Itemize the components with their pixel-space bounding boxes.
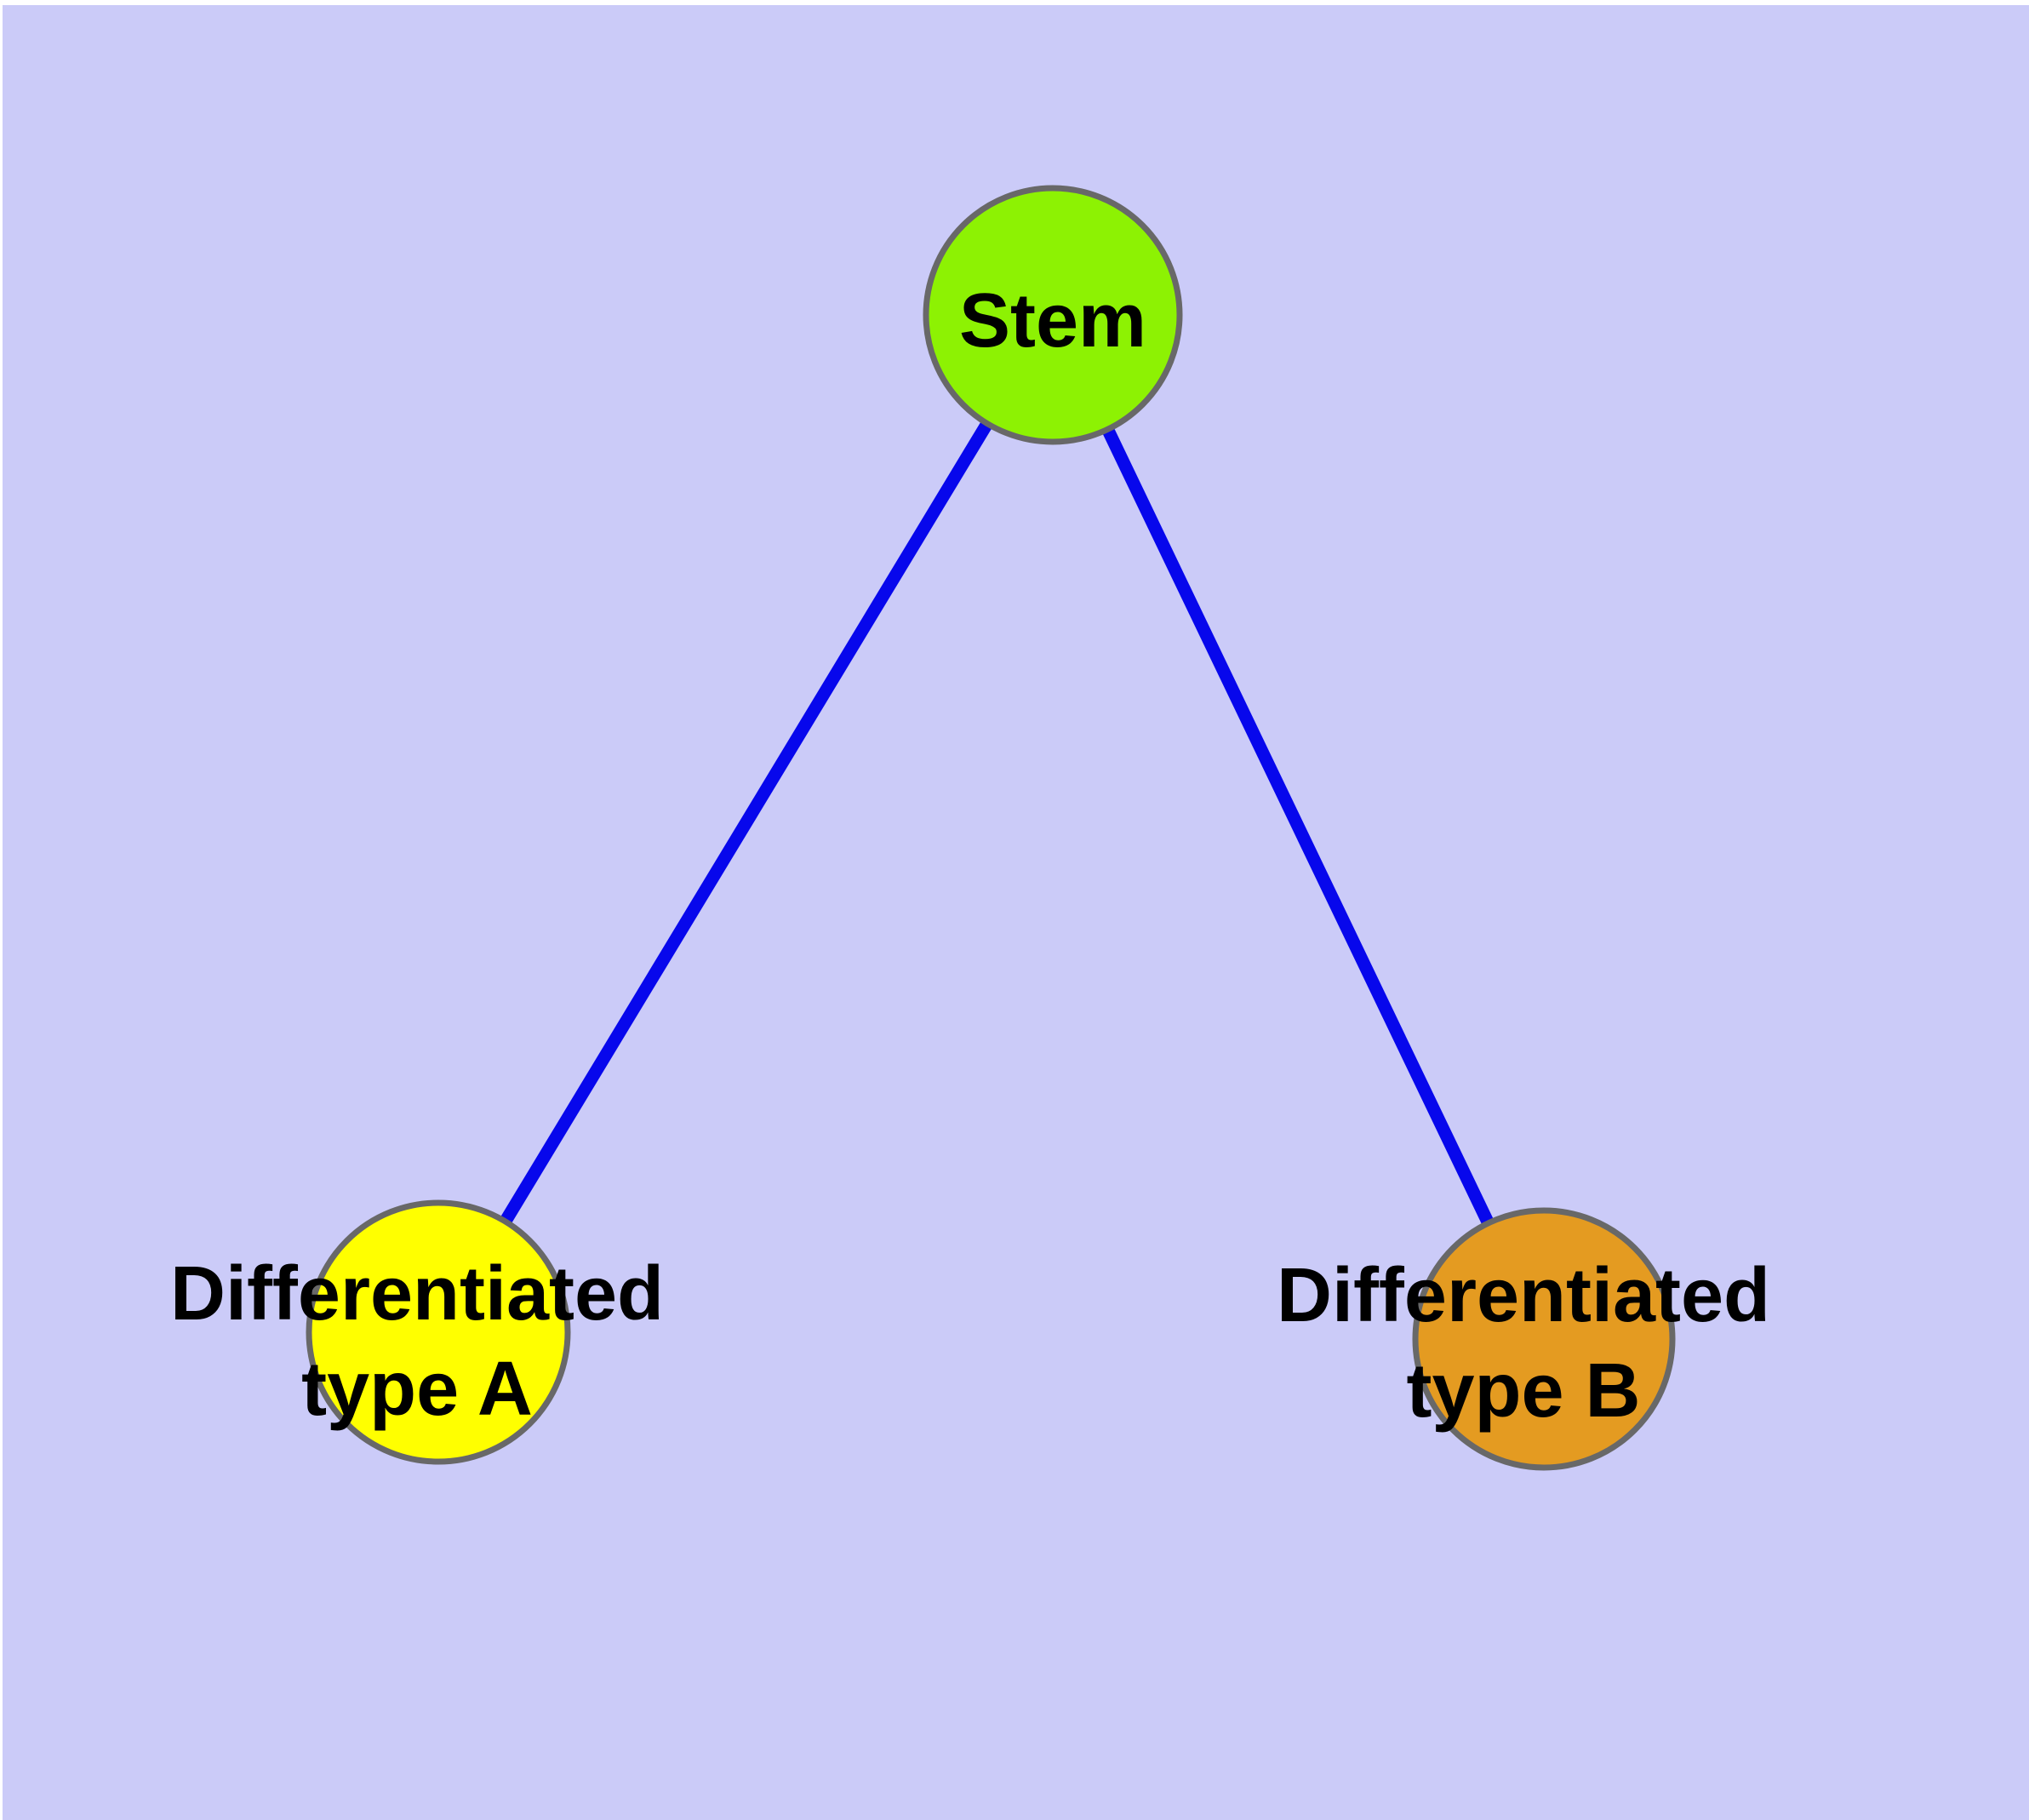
node-stem-circle (923, 185, 1183, 445)
node-differentiated-type-a-label-line2: type A (301, 1347, 533, 1432)
node-differentiated-type-b-label-line1: Differentiated (1277, 1253, 1770, 1338)
node-differentiated-type-b-circle (1412, 1207, 1676, 1471)
node-stem-label: Stem (959, 278, 1146, 363)
node-differentiated-type-a-circle (306, 1199, 571, 1465)
edges-layer (432, 312, 1550, 1342)
edge-stem-to-differentiated-type-b (1047, 312, 1550, 1342)
edge-stem-to-differentiated-type-a (432, 312, 1059, 1336)
nodes-layer (306, 185, 1676, 1471)
labels-layer: Stem Differentiated type A Differentiate… (170, 278, 1770, 1434)
node-differentiated-type-a-label-line1: Differentiated (170, 1251, 664, 1336)
node-differentiated-type-b-label-line2: type B (1406, 1348, 1640, 1434)
